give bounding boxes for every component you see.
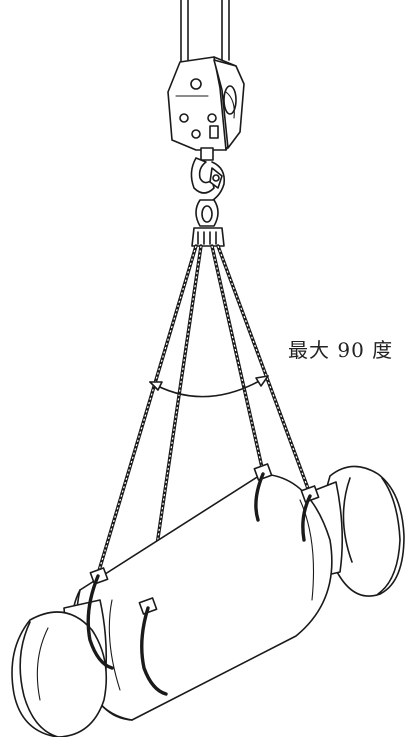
pulley-block xyxy=(167,56,245,151)
crane-hook xyxy=(190,147,226,205)
cylinder-load xyxy=(11,465,405,737)
hoist-wire-ropes xyxy=(180,0,230,63)
master-shackle xyxy=(191,199,225,247)
sling-wraps xyxy=(86,472,312,696)
max-angle-label: 最大 90 度 xyxy=(288,338,394,362)
angle-indicator xyxy=(149,375,269,398)
